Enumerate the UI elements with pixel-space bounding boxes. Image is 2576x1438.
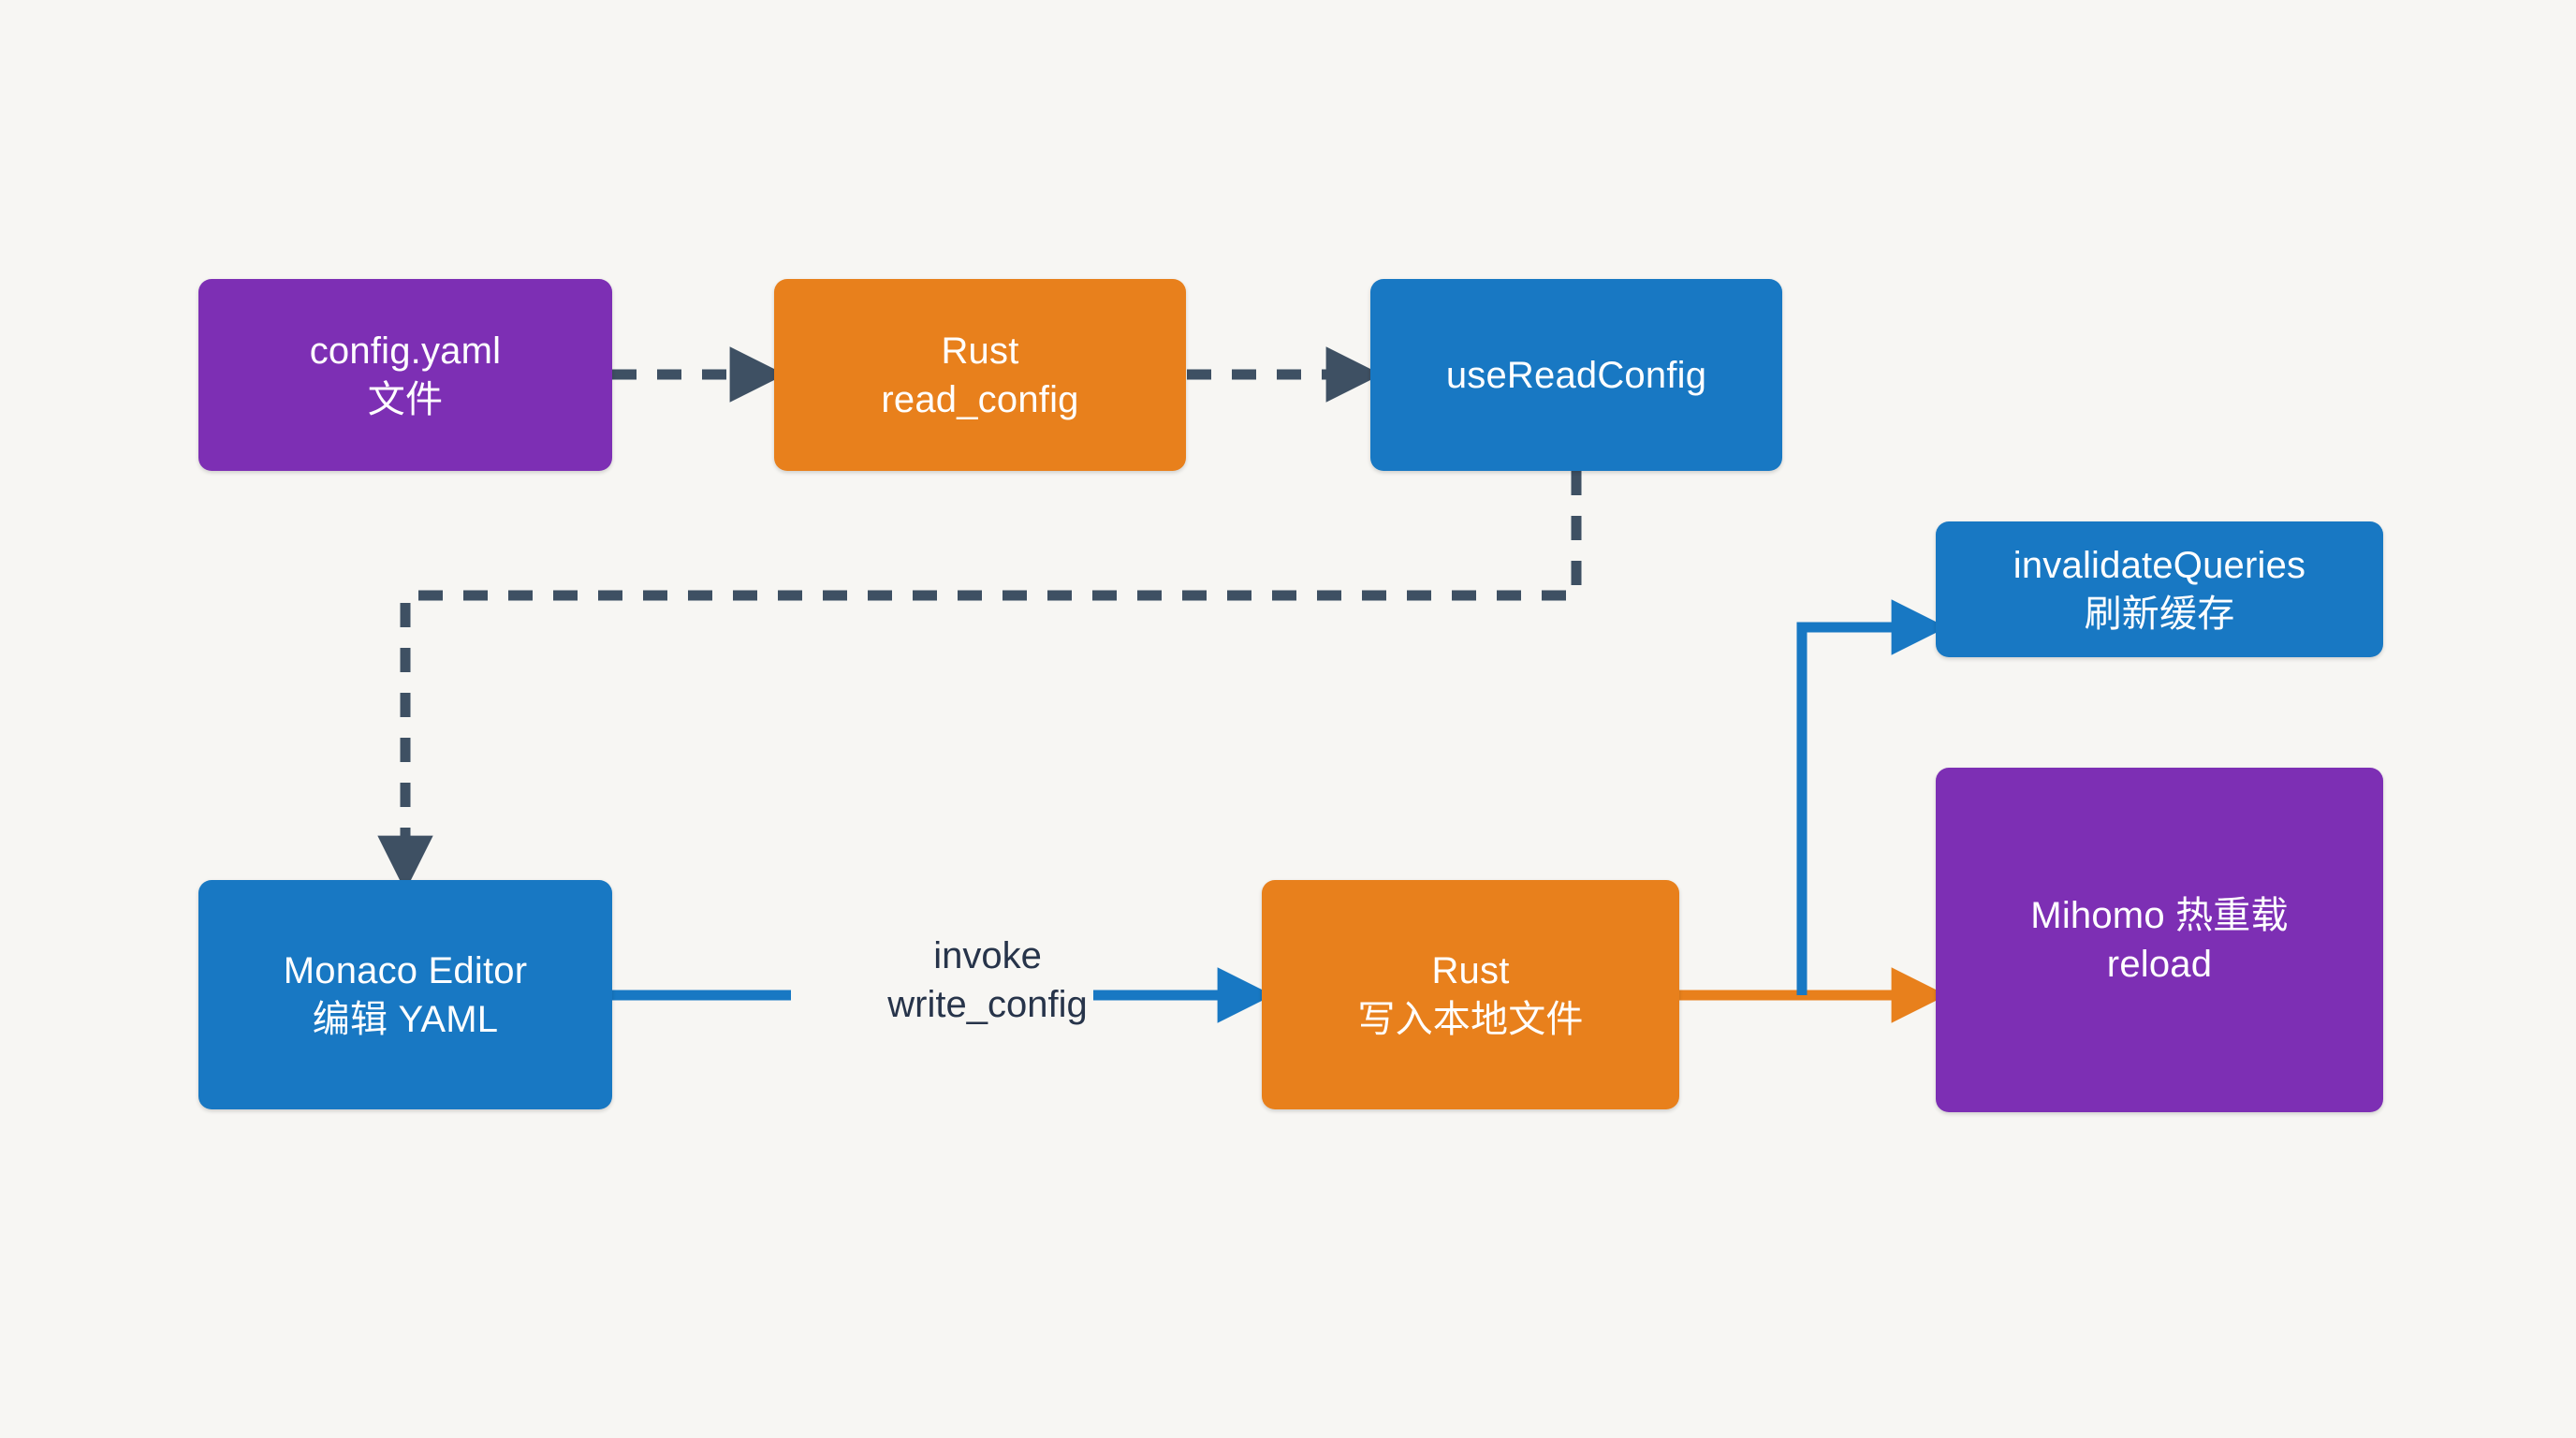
node-rust-read-config-line1: Rust <box>941 330 1019 372</box>
node-config-yaml-line1: config.yaml <box>309 330 502 372</box>
node-use-read-config[interactable]: useReadConfig <box>1370 279 1782 471</box>
node-rust-write-config-line2: 写入本地文件 <box>1357 998 1584 1040</box>
node-invalidate-queries-line1: invalidateQueries <box>2012 544 2306 586</box>
node-monaco-editor[interactable]: Monaco Editor 编辑 YAML <box>198 880 612 1109</box>
node-rust-write-config-line1: Rust <box>1431 949 1510 991</box>
node-rust-read-config-line2: read_config <box>881 378 1079 420</box>
node-rust-write-config[interactable]: Rust 写入本地文件 <box>1262 880 1679 1109</box>
node-monaco-editor-line2: 编辑 YAML <box>312 998 499 1040</box>
node-config-yaml-line2: 文件 <box>367 378 444 420</box>
edge-label-invoke-line1: invoke <box>933 935 1042 976</box>
edge-label-invoke-line2: write_config <box>887 984 1088 1025</box>
node-rust-read-config[interactable]: Rust read_config <box>774 279 1186 471</box>
node-use-read-config-line1: useReadConfig <box>1445 354 1707 396</box>
edge-use-read-to-monaco <box>377 471 1582 892</box>
node-config-yaml[interactable]: config.yaml 文件 <box>198 279 612 471</box>
node-mihomo-reload[interactable]: Mihomo 热重载 reload <box>1936 768 2383 1112</box>
node-invalidate-queries[interactable]: invalidateQueries 刷新缓存 <box>1936 521 2383 657</box>
node-mihomo-reload-line2: reload <box>2106 944 2213 985</box>
node-monaco-editor-line1: Monaco Editor <box>283 949 528 991</box>
node-invalidate-queries-line2: 刷新缓存 <box>2084 593 2235 635</box>
edge-label-invoke-write-config: invoke write_config <box>791 932 1184 1029</box>
node-mihomo-reload-line1: Mihomo 热重载 <box>2030 895 2289 936</box>
edge-rust-write-to-invalidate <box>1796 599 1948 995</box>
